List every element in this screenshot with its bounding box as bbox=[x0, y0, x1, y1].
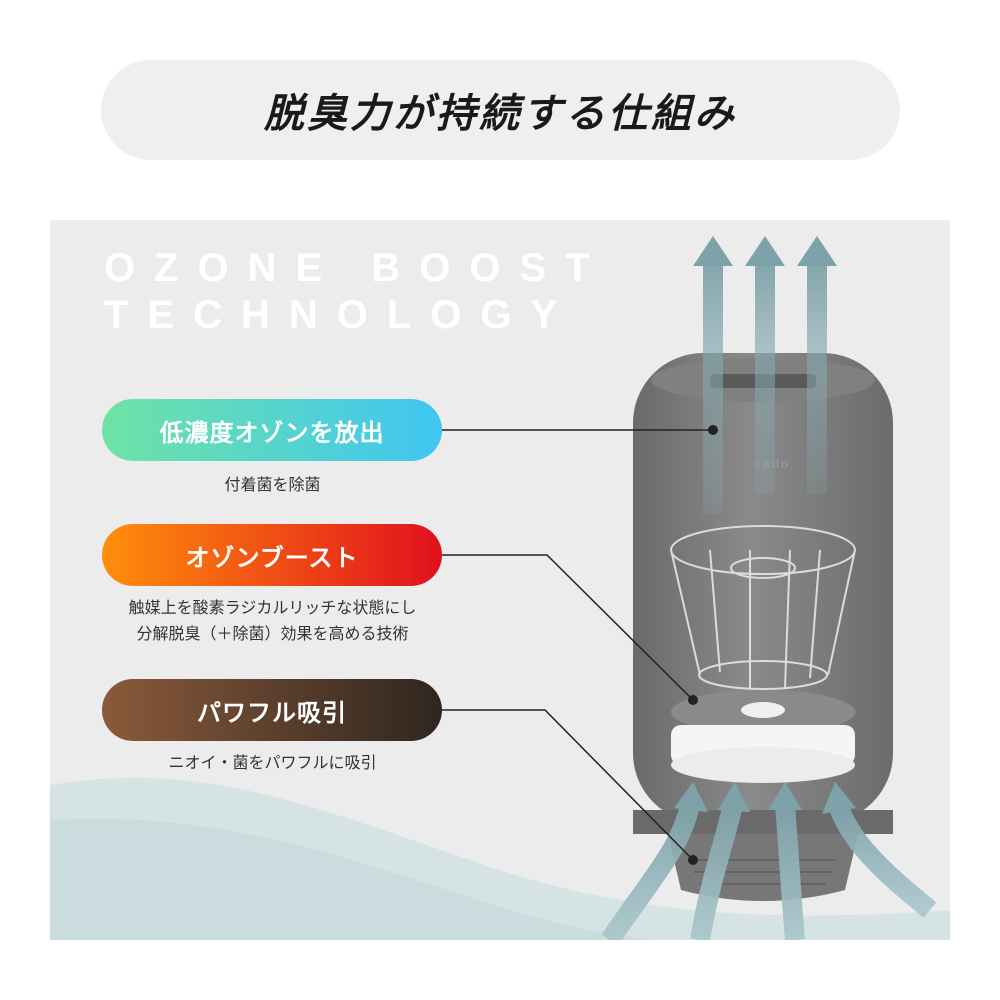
intake-arrowhead bbox=[822, 782, 856, 814]
intake-arrow-icon bbox=[601, 802, 700, 940]
caption-line: 触媒上を酸素ラジカルリッチな状態にし bbox=[128, 598, 417, 617]
feature-caption-powerful-intake: ニオイ・菌をパワフルに吸引 bbox=[50, 750, 495, 776]
exhaust-airflow bbox=[693, 236, 837, 514]
airflow-column bbox=[755, 264, 775, 494]
caption-line: ニオイ・菌をパワフルに吸引 bbox=[168, 753, 377, 772]
wave-shape-light bbox=[50, 818, 650, 940]
airflow-column bbox=[703, 264, 723, 514]
background-text-line-1: OZONE BOOST bbox=[104, 246, 609, 290]
feature-label: オゾンブースト bbox=[185, 543, 359, 572]
catalyst-wireframe bbox=[670, 525, 856, 690]
arrow-up-icon bbox=[693, 236, 733, 266]
feature-badge-ozone-release: 低濃度オゾンを放出 bbox=[102, 399, 442, 461]
page-title: 脱臭力が持続する仕組み bbox=[264, 91, 737, 137]
arrow-up-icon bbox=[745, 236, 785, 266]
callout-dots bbox=[688, 425, 718, 865]
intake-arrow-icon bbox=[828, 801, 937, 918]
caption-line: 分解脱臭（＋除菌）効果を高める技術 bbox=[136, 624, 409, 643]
feature-caption-ozone-release: 付着菌を除菌 bbox=[50, 472, 495, 498]
background-text-line-2: TECHNOLOGY bbox=[104, 293, 577, 337]
intake-arrow-icon bbox=[775, 804, 805, 940]
caption-line: 付着菌を除菌 bbox=[224, 475, 321, 494]
intake-arrow-icon bbox=[690, 802, 743, 940]
illustration-panel: OZONE BOOST TECHNOLOGY bbox=[50, 220, 950, 940]
title-banner: 脱臭力が持続する仕組み bbox=[101, 60, 900, 160]
intake-arrowhead bbox=[768, 782, 802, 810]
arrow-up-icon bbox=[797, 236, 837, 266]
intake-airflow bbox=[601, 801, 937, 940]
feature-badge-ozone-boost: オゾンブースト bbox=[102, 524, 442, 586]
airflow-column bbox=[807, 264, 827, 494]
feature-label: パワフル吸引 bbox=[197, 698, 347, 727]
callout-dot bbox=[708, 425, 718, 435]
feature-caption-ozone-boost: 触媒上を酸素ラジカルリッチな状態にし 分解脱臭（＋除菌）効果を高める技術 bbox=[50, 595, 495, 647]
intake-arrowhead bbox=[718, 782, 750, 812]
ozone-ring-bottom bbox=[671, 747, 855, 783]
callout-dot bbox=[688, 855, 698, 865]
feature-label: 低濃度オゾンを放出 bbox=[159, 418, 385, 447]
feature-badge-powerful-intake: パワフル吸引 bbox=[102, 679, 442, 741]
purifier-bottom bbox=[668, 834, 858, 901]
callout-dot bbox=[688, 695, 698, 705]
intake-arrowhead bbox=[674, 782, 708, 812]
intake-arrowheads bbox=[674, 782, 856, 814]
purifier-illustration: cado bbox=[50, 236, 950, 940]
callout-line-2 bbox=[442, 554, 694, 701]
ozone-emitter bbox=[741, 702, 785, 718]
callout-lines bbox=[442, 429, 713, 861]
callout-line-3 bbox=[442, 709, 694, 861]
